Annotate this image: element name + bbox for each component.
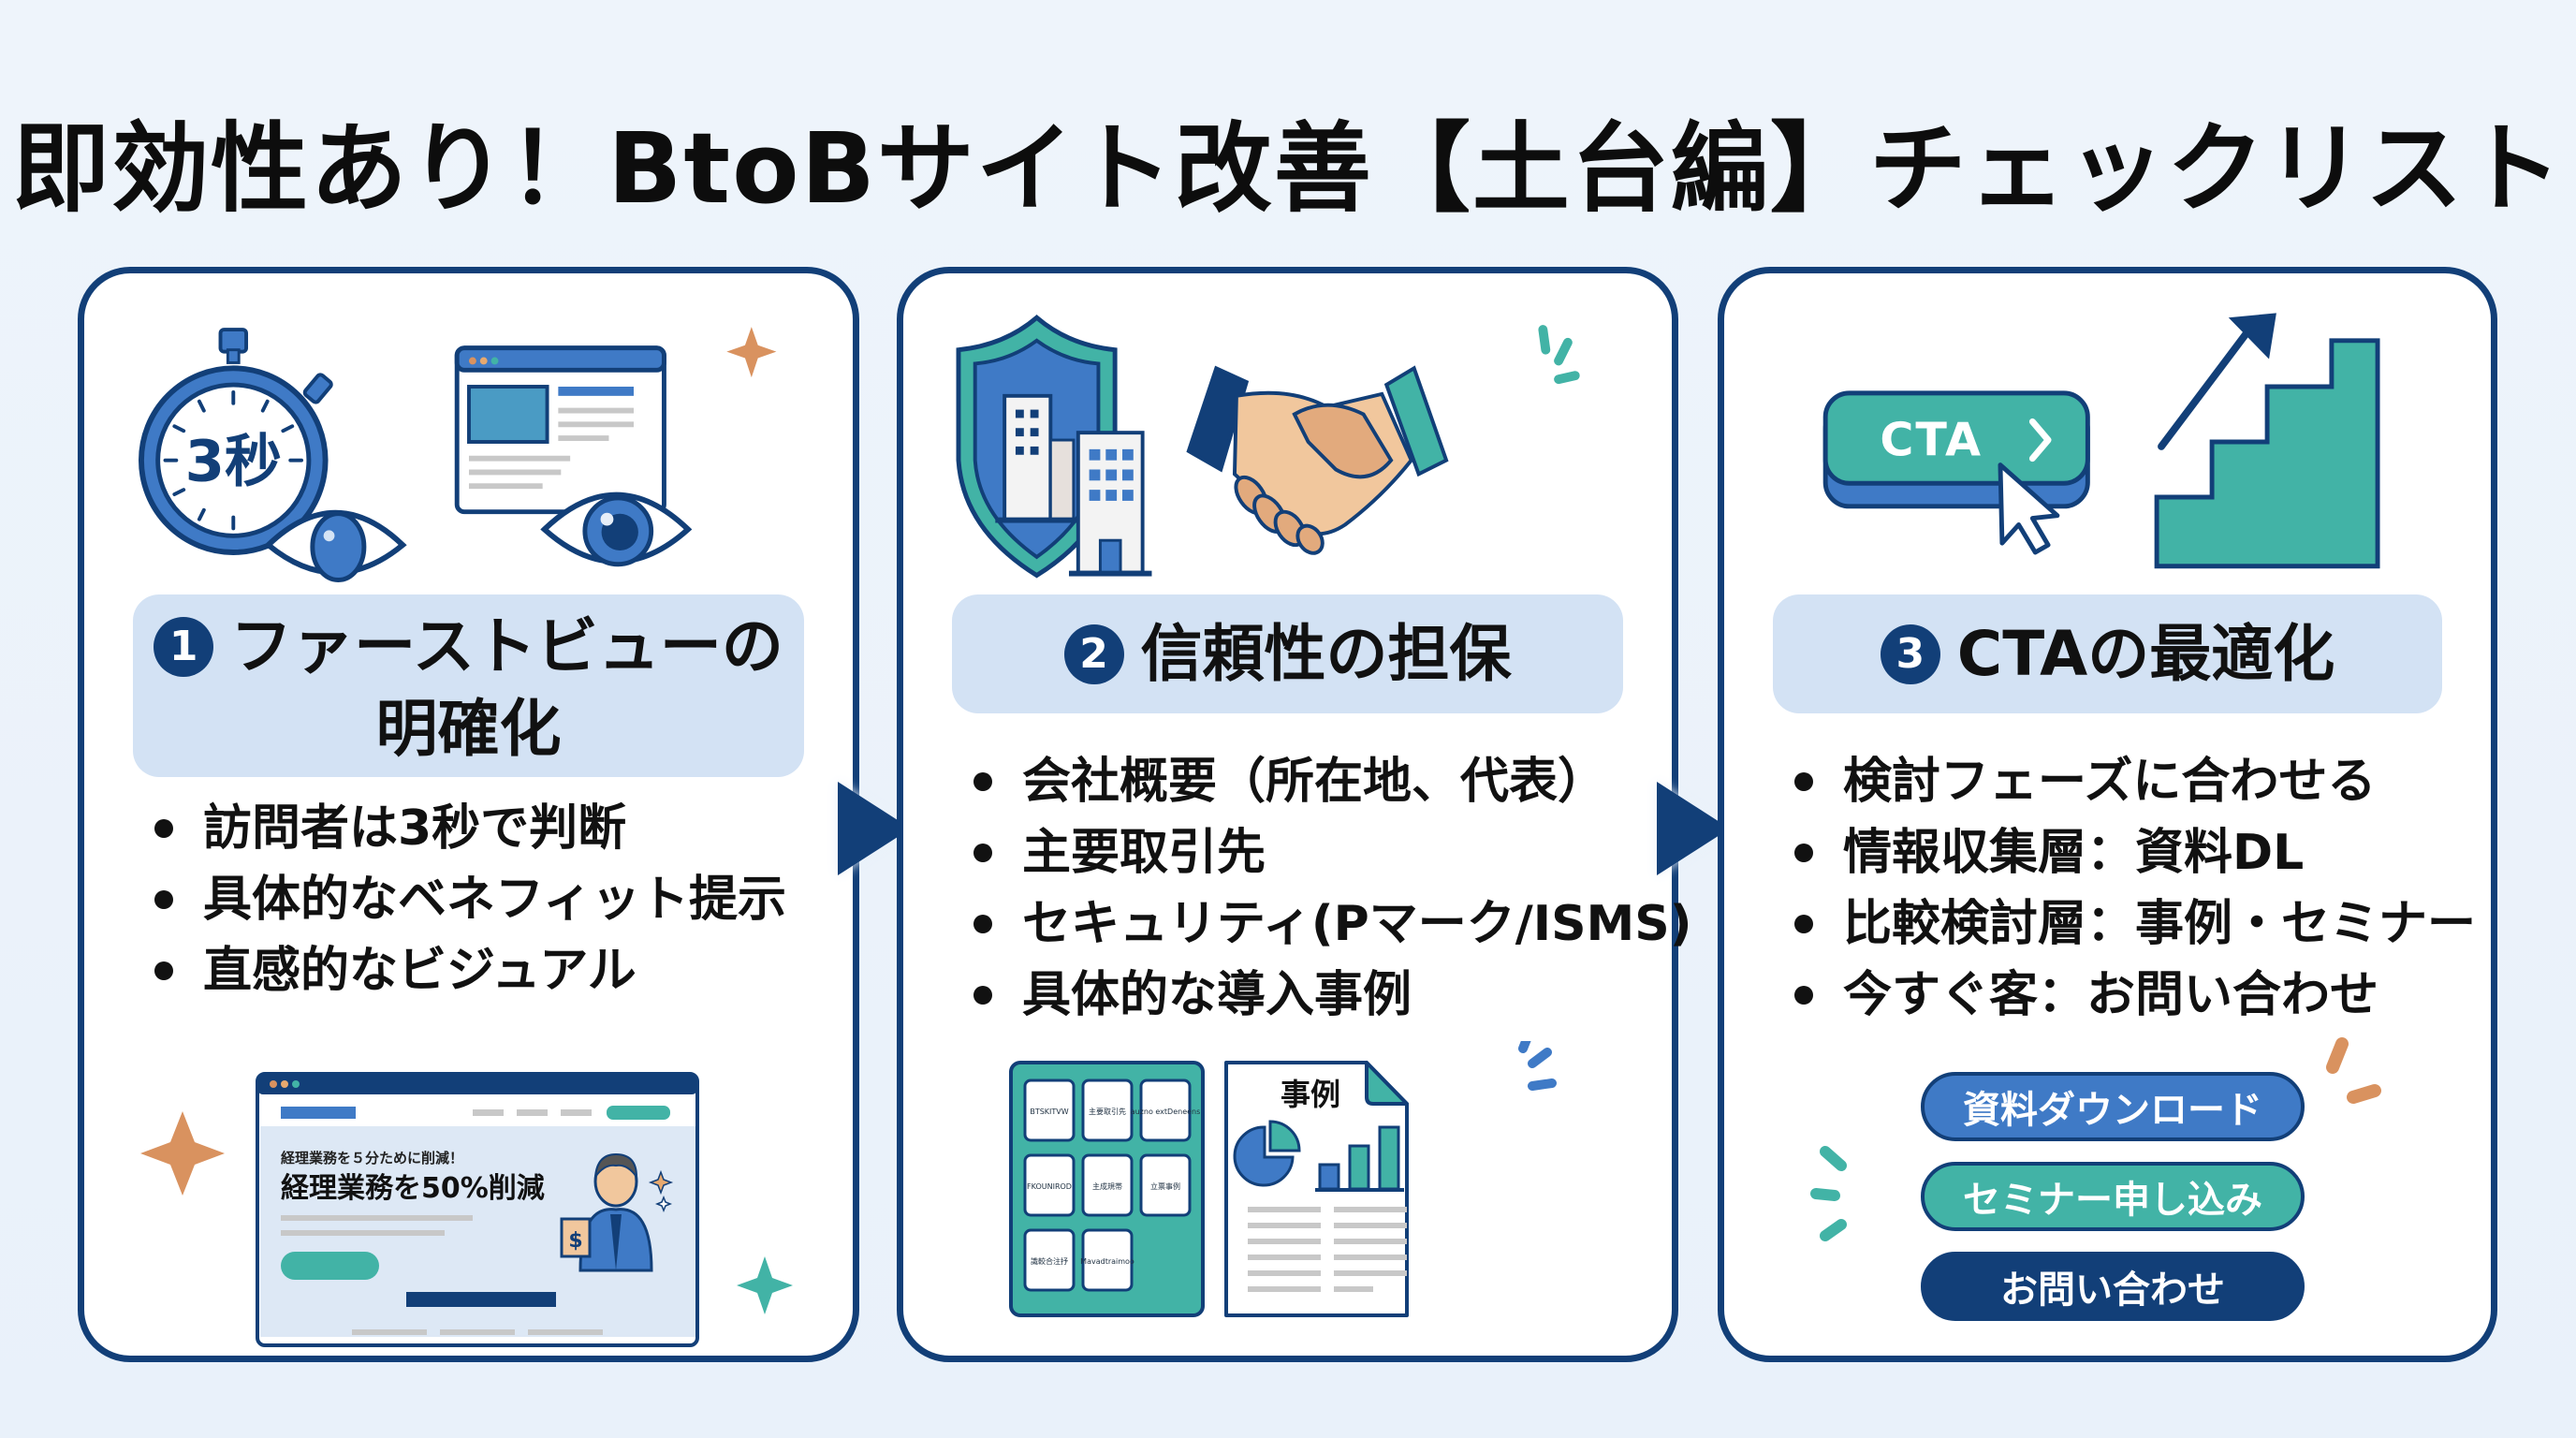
download-materials-button[interactable]: 資料ダウンロード [1921, 1072, 2305, 1141]
checklist-item: 主要取引先 [973, 817, 1662, 888]
client-logo: 立票事例 [1139, 1153, 1192, 1217]
client-logo-name: FKOUNIROD [1027, 1182, 1072, 1191]
sparkle-lines-icon [2326, 1037, 2381, 1104]
panel-cta-optimization: CTA 3 CTAの最適化 検討フェーズに合わせる 情報収集層：資料DL 比較検… [1718, 267, 2497, 1362]
businessman-icon: $ [560, 1152, 674, 1272]
sparkle-icon [737, 1256, 793, 1314]
sparkle-lines-icon [1518, 1041, 1557, 1091]
checklist: 検討フェーズに合わせる 情報収集層：資料DL 比較検討層：事例・セミナー 今すぐ… [1794, 746, 2481, 1031]
contact-button[interactable]: お問い合わせ [1921, 1252, 2305, 1321]
client-logo-name: Mavadtraimoo [1080, 1257, 1134, 1266]
sparkle-icon [140, 1111, 225, 1196]
sparkle-lines-icon [1810, 1146, 1847, 1241]
panel-1-heading: 1 ファーストビューの 明確化 [133, 594, 804, 777]
heading-line-2: 明確化 [375, 693, 562, 765]
case-doc-label: 事例 [1281, 1077, 1340, 1112]
panel-2-illustration [956, 315, 1580, 579]
cta-button-icon: CTA [1822, 390, 2090, 509]
checklist-item: 今すぐ客：お問い合わせ [1794, 960, 2481, 1031]
client-logo-name: 主要取引先 [1089, 1107, 1126, 1116]
heading-line-1: ファーストビューの [230, 610, 783, 682]
stopwatch-label: 3秒 [185, 428, 282, 494]
checklist-item: 直感的なビジュアル [154, 935, 843, 1006]
shield-building-icon [956, 315, 1152, 579]
browser-window-icon [454, 345, 666, 515]
step-number-badge: 3 [1880, 624, 1940, 684]
sparkle-icon [84, 1022, 574, 1369]
handshake-icon [1186, 365, 1449, 555]
website-mockup-illustration: 経理業務を５分ために削減！ 経理業務を50%削減 $ [84, 1022, 793, 1369]
client-logo: BTSKITVW [1023, 1078, 1076, 1142]
checklist-item: 比較検討層：事例・セミナー [1794, 888, 2481, 960]
client-logo: 主要取引先 [1081, 1078, 1134, 1142]
case-study-document-icon: 事例 [1224, 1061, 1409, 1317]
client-logo-name: 立票事例 [1150, 1181, 1180, 1191]
checklist: 会社概要（所在地、代表） 主要取引先 セキュリティ(Pマーク/ISMS) 具体的… [973, 746, 1692, 1031]
sparkle-lines-icon [1538, 325, 1580, 385]
client-logo-name: auzno extDeneens [1131, 1108, 1201, 1116]
stairs-up-icon [2154, 313, 2380, 569]
panel-3-illustration: CTA [1822, 313, 2380, 569]
eye-icon [540, 492, 693, 567]
heading-text: CTAの最適化 [1956, 617, 2335, 690]
client-logo: 主成規帯 [1081, 1153, 1134, 1217]
checklist-item: 情報収集層：資料DL [1794, 817, 2481, 888]
panel-3-heading: 3 CTAの最適化 [1773, 594, 2442, 713]
heading-text: 信頼性の担保 [1140, 617, 1512, 690]
mockup-headline: 経理業務を50%削減 [281, 1172, 545, 1205]
step-number-badge: 2 [1063, 624, 1124, 684]
cta-icon-label: CTA [1880, 413, 1983, 467]
dollar-bag-icon: $ [568, 1229, 582, 1253]
client-logo: auzno extDeneens [1131, 1078, 1201, 1142]
checklist-item: 具体的な導入事例 [973, 960, 1662, 1031]
mockup-subheadline: 経理業務を５分ために削減！ [281, 1150, 463, 1167]
browser-window-icon: 経理業務を５分ために削減！ 経理業務を50%削減 $ [256, 1072, 699, 1347]
seminar-signup-button[interactable]: セミナー申し込み [1921, 1162, 2305, 1231]
panel-1-illustration: 3秒 [139, 327, 777, 582]
checklist-item: 検討フェーズに合わせる [1794, 746, 2481, 817]
stopwatch-icon: 3秒 [139, 328, 333, 555]
client-logo-name: BTSKITVW [1030, 1108, 1068, 1116]
panel-first-view: 3秒 1 [78, 267, 859, 1369]
client-logo: 識較合注抒 [1023, 1228, 1076, 1292]
panel-credibility: 2 信頼性の担保 会社概要（所在地、代表） 主要取引先 セキュリティ(Pマーク/… [897, 267, 1692, 1362]
panel-2-heading: 2 信頼性の担保 [952, 594, 1623, 713]
checklist-item: 具体的なベネフィット提示 [154, 864, 843, 935]
checklist-item: 訪問者は3秒で判断 [154, 793, 843, 864]
eye-icon [264, 509, 407, 582]
cursor-icon [1998, 462, 2060, 555]
checklist-item: セキュリティ(Pマーク/ISMS) [973, 888, 1692, 960]
client-logo: Mavadtraimoo [1080, 1228, 1134, 1292]
checklist-item: 会社概要（所在地、代表） [973, 746, 1662, 817]
checklist: 訪問者は3秒で判断 具体的なベネフィット提示 直感的なビジュアル [154, 793, 843, 1006]
client-logo-name: 識較合注抒 [1031, 1256, 1068, 1266]
page-title: 即効性あり！BtoBサイト改善【土台編】チェックリスト [12, 111, 2564, 226]
client-logo-name: 主成規帯 [1092, 1181, 1122, 1191]
client-logo: FKOUNIROD [1023, 1153, 1076, 1217]
step-number-badge: 1 [154, 617, 214, 677]
sparkle-icon [726, 327, 777, 378]
